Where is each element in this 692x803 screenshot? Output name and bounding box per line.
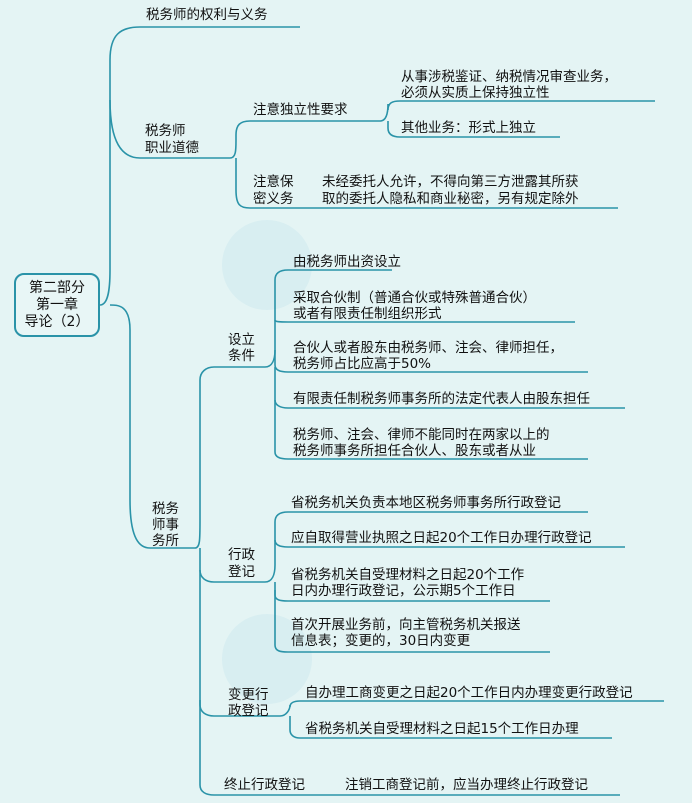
node-independence-item1-line: 必须从实质上保持独立性 xyxy=(401,85,550,101)
watermark-logo xyxy=(222,220,312,310)
node-ethics-line: 税务师 xyxy=(145,123,186,139)
node-admin-item: 日内办理行政登记，公示期5个工作日 xyxy=(291,583,516,599)
node-terminate: 终止行政登记 xyxy=(224,777,305,793)
node-firm-line: 师事 xyxy=(152,517,179,533)
node-firm-line: 务所 xyxy=(152,533,179,549)
node-setup-line: 条件 xyxy=(228,348,255,364)
root-node: 第二部分 第一章 导论（2） xyxy=(14,273,100,337)
node-confidentiality-text-line: 取的委托人隐私和商业秘密，另有规定除外 xyxy=(322,191,579,207)
node-setup-item: 由税务师出资设立 xyxy=(293,254,401,270)
node-setup-item: 税务师事务所担任合伙人、股东或者从业 xyxy=(293,443,536,459)
node-setup-item: 税务师占比应高于50% xyxy=(293,356,432,372)
node-firm-line: 税务 xyxy=(152,501,179,517)
node-admin-line: 登记 xyxy=(228,564,255,580)
node-setup-item: 合伙人或者股东由税务师、注会、律师担任， xyxy=(293,340,563,356)
node-ethics-line: 职业道德 xyxy=(145,140,199,156)
node-rights-duties: 税务师的权利与义务 xyxy=(146,7,268,23)
node-admin-item: 省税务机关负责本地区税务师事务所行政登记 xyxy=(291,495,561,511)
node-change-line: 变更行 xyxy=(228,687,269,703)
node-independence-item1-line: 从事涉税鉴证、纳税情况审查业务， xyxy=(401,69,617,85)
node-setup-item: 有限责任制税务师事务所的法定代表人由股东担任 xyxy=(293,391,590,407)
node-admin-item: 省税务机关自受理材料之日起20个工作 xyxy=(291,567,525,583)
node-setup-item: 采取合伙制（普通合伙或特殊普通合伙） xyxy=(293,290,536,306)
root-line: 第二部分 xyxy=(29,280,85,296)
node-admin-item: 信息表；变更的，30日内变更 xyxy=(291,633,471,649)
node-confidentiality-line: 密义务 xyxy=(253,191,294,207)
node-admin-item: 应自取得营业执照之日起20个工作日办理行政登记 xyxy=(291,530,592,546)
node-change-item: 自办理工商变更之日起20个工作日内办理变更行政登记 xyxy=(305,685,633,701)
node-setup-item: 或者有限责任制组织形式 xyxy=(293,306,442,322)
root-line: 导论（2） xyxy=(24,314,90,330)
node-terminate-text: 注销工商登记前，应当办理终止行政登记 xyxy=(345,777,588,793)
node-independence: 注意独立性要求 xyxy=(253,102,348,118)
node-independence-item2: 其他业务：形式上独立 xyxy=(401,120,536,136)
node-setup-item: 税务师、注会、律师不能同时在两家以上的 xyxy=(293,427,550,443)
node-admin-item: 首次开展业务前，向主管税务机关报送 xyxy=(291,617,521,633)
node-setup-line: 设立 xyxy=(228,332,255,348)
root-line: 第一章 xyxy=(36,297,78,313)
watermark-logo xyxy=(222,614,312,704)
node-change-item: 省税务机关自受理材料之日起15个工作日办理 xyxy=(305,721,579,737)
node-confidentiality-text-line: 未经委托人允许，不得向第三方泄露其所获 xyxy=(322,174,579,190)
node-change-line: 政登记 xyxy=(228,703,269,719)
node-admin-line: 行政 xyxy=(228,547,255,563)
node-confidentiality-line: 注意保 xyxy=(253,174,294,190)
